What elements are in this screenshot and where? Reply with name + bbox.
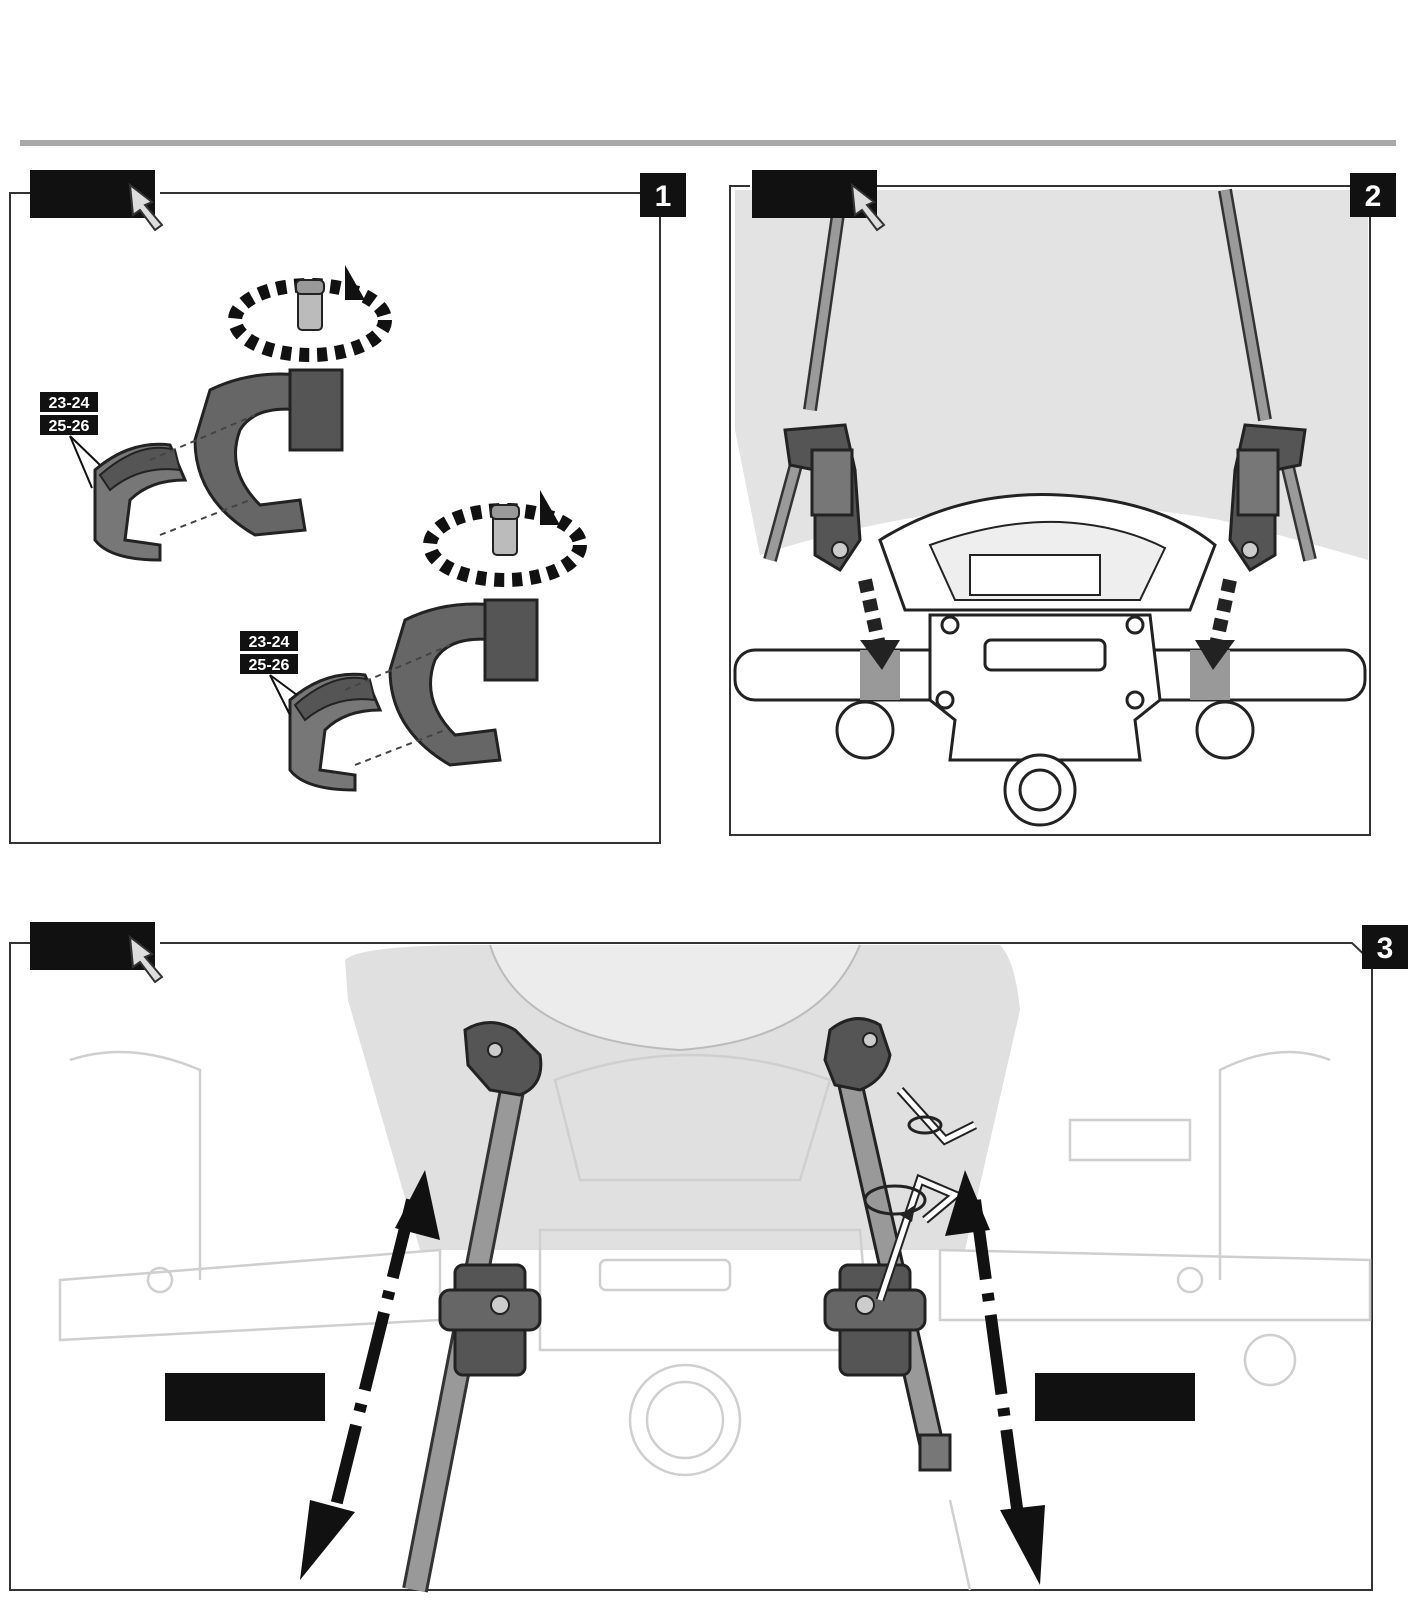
windshield-rod-left	[402, 1021, 543, 1593]
shell-size-label-upper: 23-24 25-26	[40, 392, 101, 489]
clamp-assembly-upper	[93, 265, 392, 562]
mount-arrow-right	[1195, 578, 1237, 670]
windshield-rod-left	[763, 199, 862, 573]
top-divider	[20, 140, 1396, 146]
pointer-icon	[850, 182, 886, 232]
rotation-ring-icon	[228, 265, 392, 362]
size-range-large: 25-26	[49, 418, 90, 435]
step-2-number: 2	[1365, 180, 1382, 213]
windshield	[735, 190, 1368, 560]
pointer-icon	[128, 934, 164, 984]
ignition-icon	[1003, 753, 1077, 827]
step-3-number: 3	[1377, 932, 1394, 965]
caption-box-left	[165, 1373, 325, 1421]
handlebar-top-clamp	[928, 613, 1162, 827]
clamp-assembly-lower	[288, 490, 587, 792]
size-range-small: 23-24	[49, 395, 90, 412]
windshield-rod-right	[1218, 188, 1317, 573]
height-adjust-arrow-right	[945, 1170, 1045, 1585]
size-range-large: 25-26	[249, 657, 290, 674]
instrument-cluster	[878, 493, 1217, 612]
step-1-panel: 1 23-24 25-26	[9, 170, 686, 844]
mount-arrow-left	[858, 578, 900, 670]
caption-box-right	[1035, 1373, 1195, 1421]
step-1-number: 1	[655, 180, 672, 213]
step-3-panel: 3	[9, 922, 1408, 1593]
height-adjust-arrow-left	[300, 1170, 440, 1580]
allen-key-icon	[863, 1086, 978, 1302]
shell-size-label-lower: 23-24 25-26	[240, 631, 298, 716]
pointer-icon	[128, 182, 164, 232]
step-3-badge	[1362, 925, 1408, 969]
size-range-small: 23-24	[249, 634, 290, 651]
windshield-rod-right	[823, 1017, 952, 1472]
step-1-badge	[640, 173, 686, 217]
step-2-panel: 2	[729, 170, 1396, 836]
rotation-ring-icon	[423, 490, 587, 587]
step-2-badge	[1350, 173, 1396, 217]
